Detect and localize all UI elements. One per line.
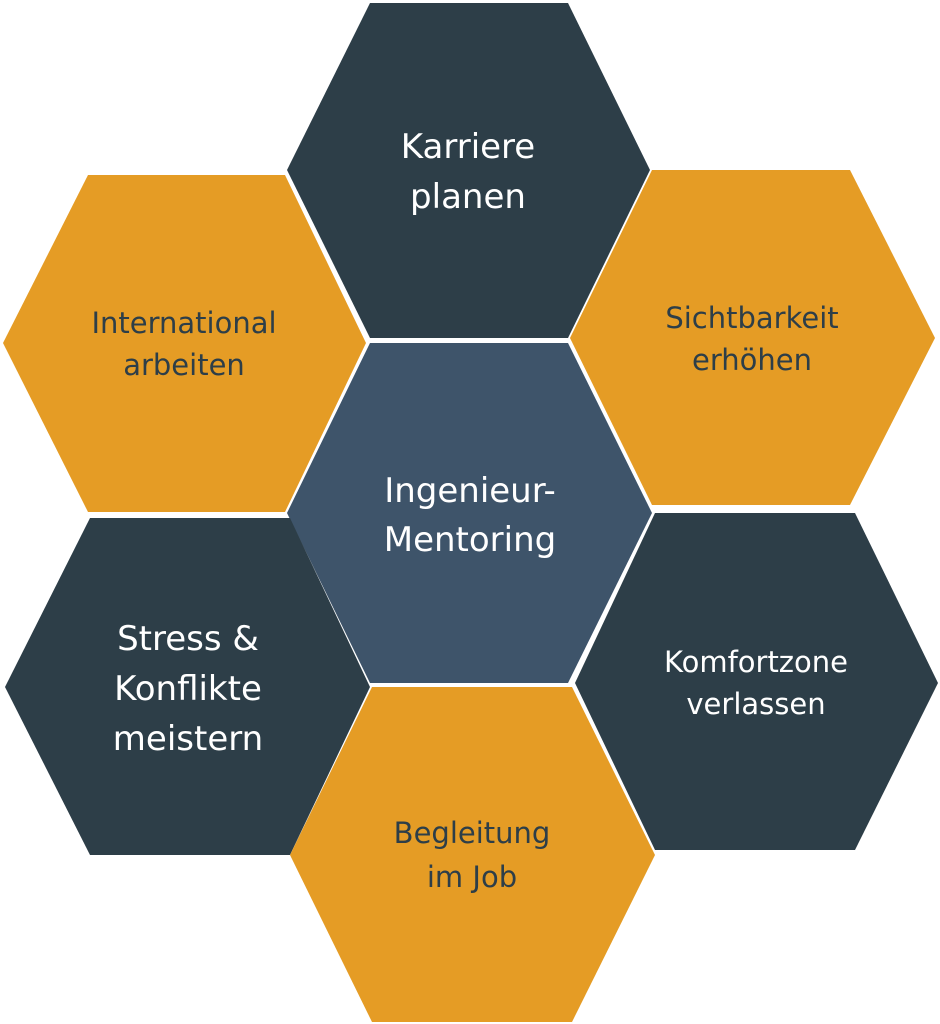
hexagon-label-line: Komfortzone <box>664 645 848 679</box>
hexagon-label-line: verlassen <box>686 687 825 721</box>
hexagon-label-line: planen <box>410 177 526 217</box>
hexagon-karriere-planen: Karriere planen <box>287 3 650 338</box>
hexagon-label-line: arbeiten <box>123 348 245 382</box>
hexagon-label-line: meistern <box>113 719 263 759</box>
hexagon-label-line: im Job <box>427 860 517 894</box>
hexagon-label-line: erhöhen <box>692 343 812 377</box>
hexagon-label-line: Begleitung <box>394 816 551 850</box>
hexagon-label-line: Stress & <box>117 619 259 659</box>
hexagon-ingenieur-mentoring: Ingenieur- Mentoring <box>287 343 652 683</box>
center-label-line: Ingenieur- <box>384 471 556 511</box>
hexagon-komfortzone-verlassen: Komfortzone verlassen <box>575 513 938 850</box>
hexagon-international-arbeiten: International arbeiten <box>3 175 366 512</box>
hexagon-begleitung-im-job: Begleitung im Job <box>290 687 655 1022</box>
hexagon-sichtbarkeit-erhoehen: Sichtbarkeit erhöhen <box>570 170 935 505</box>
center-label-line: Mentoring <box>384 520 557 560</box>
hexagon-label-line: Sichtbarkeit <box>665 301 838 335</box>
hexagon-label-line: Karriere <box>401 127 535 167</box>
hexagon-label-line: International <box>91 306 276 340</box>
hexagon-stress-konflikte-meistern: Stress & Konflikte meistern <box>5 518 370 855</box>
hexagon-label-line: Konflikte <box>114 669 262 709</box>
